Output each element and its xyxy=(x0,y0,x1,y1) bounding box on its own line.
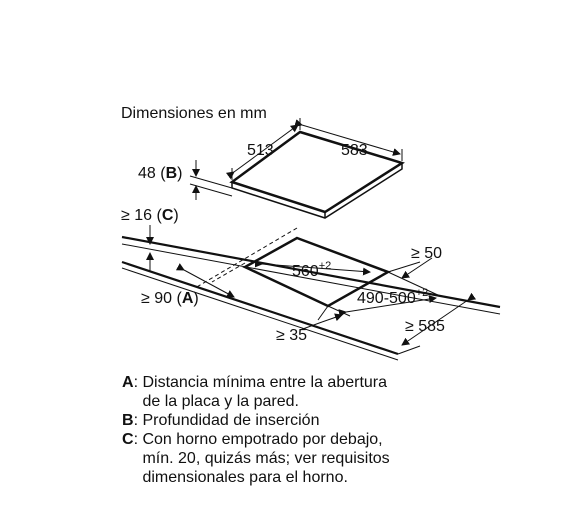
legend-item-b: B: Profundidad de inserción xyxy=(122,411,442,430)
legend-separator: : xyxy=(133,412,143,429)
legend-key: C xyxy=(122,431,134,448)
depth-top-label: 583 xyxy=(341,142,368,159)
c-label: ≥ 16 (C) xyxy=(121,207,179,224)
legend-text: Con horno empotrado por debajo, xyxy=(142,431,383,448)
a-label: ≥ 90 (A) xyxy=(141,290,199,307)
projection-lines xyxy=(194,227,298,289)
b-label: 48 (B) xyxy=(138,165,182,182)
cutout-width-label: 560+2 xyxy=(292,260,331,280)
legend-text: de la placa y la pared. xyxy=(142,393,299,410)
legend: A: Distancia mínima entre la abertura de… xyxy=(122,373,442,487)
counter-depth-label: ≥ 585 xyxy=(405,318,445,335)
cutout-depth-label: 490-500+2 xyxy=(357,287,428,307)
front-dimension xyxy=(299,305,343,331)
legend-text: dimensionales para el horno. xyxy=(142,469,348,486)
front-min-label: ≥ 35 xyxy=(276,327,307,344)
cutout-width-dimension xyxy=(254,259,371,276)
a-tag: A xyxy=(182,290,194,307)
b-dimension xyxy=(189,160,233,200)
rear-dimension xyxy=(387,257,433,279)
legend-key: A xyxy=(122,374,134,391)
diagram-title: Dimensiones en mm xyxy=(121,105,267,122)
legend-item-a: A: Distancia mínima entre la abertura de… xyxy=(122,373,442,411)
width-top-label: 513 xyxy=(247,142,274,159)
legend-text: mín. 20, quizás más; ver requisitos xyxy=(142,450,390,467)
b-tag: B xyxy=(166,165,178,182)
rear-min-label: ≥ 50 xyxy=(411,245,442,262)
a-dimension xyxy=(175,263,235,298)
legend-key: B xyxy=(122,412,134,429)
legend-text: Profundidad de inserción xyxy=(142,412,320,429)
legend-item-c: C: Con horno empotrado por debajo, mín. … xyxy=(122,430,442,487)
c-tag: C xyxy=(162,207,174,224)
hob-dimension-lines xyxy=(225,118,403,180)
counter-depth-dimension xyxy=(397,292,477,355)
legend-separator: : xyxy=(133,374,143,391)
legend-separator: : xyxy=(133,431,143,448)
legend-text: Distancia mínima entre la abertura xyxy=(142,374,388,391)
